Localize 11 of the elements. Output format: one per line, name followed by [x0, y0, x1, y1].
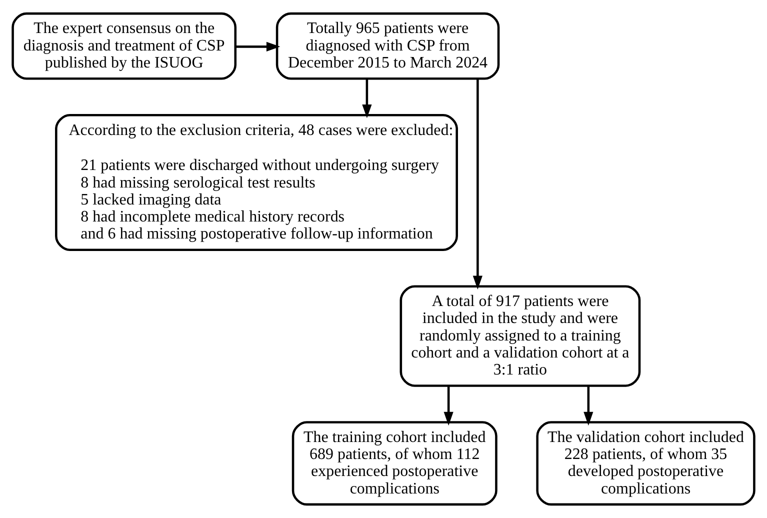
node-box: The expert consensus on the diagnosis and treatment of CSP published by the ISUOG — [12, 12, 237, 80]
arrow — [444, 386, 454, 426]
arrow — [362, 78, 372, 118]
node-box: Totally 965 patients were diagnosed with CSP from December 2015 to March 2024 — [276, 12, 500, 80]
node-box: The validation cohort included 228 patients, of whom 35 developed postoperative complications — [536, 421, 756, 506]
arrow — [472, 78, 482, 290]
arrow — [584, 386, 594, 426]
node-box: The training cohort included 689 patients, of whom 112 experienced postoperative complications — [292, 421, 498, 506]
node-box: A total of 917 patients were included in the study and were randomly assigned to a training cohort and a validation cohort at a 3:1 ratio — [400, 285, 641, 387]
node-box: According to the exclusion criteria, 48 cases were excluded: 21 patients were discharged without undergoing surgery 8 had missing serological test results 5 lacked imaging data 8 had incomplete medical history records and 6 had missing postoperative follow-up information — [55, 114, 458, 252]
arrow — [236, 42, 280, 52]
